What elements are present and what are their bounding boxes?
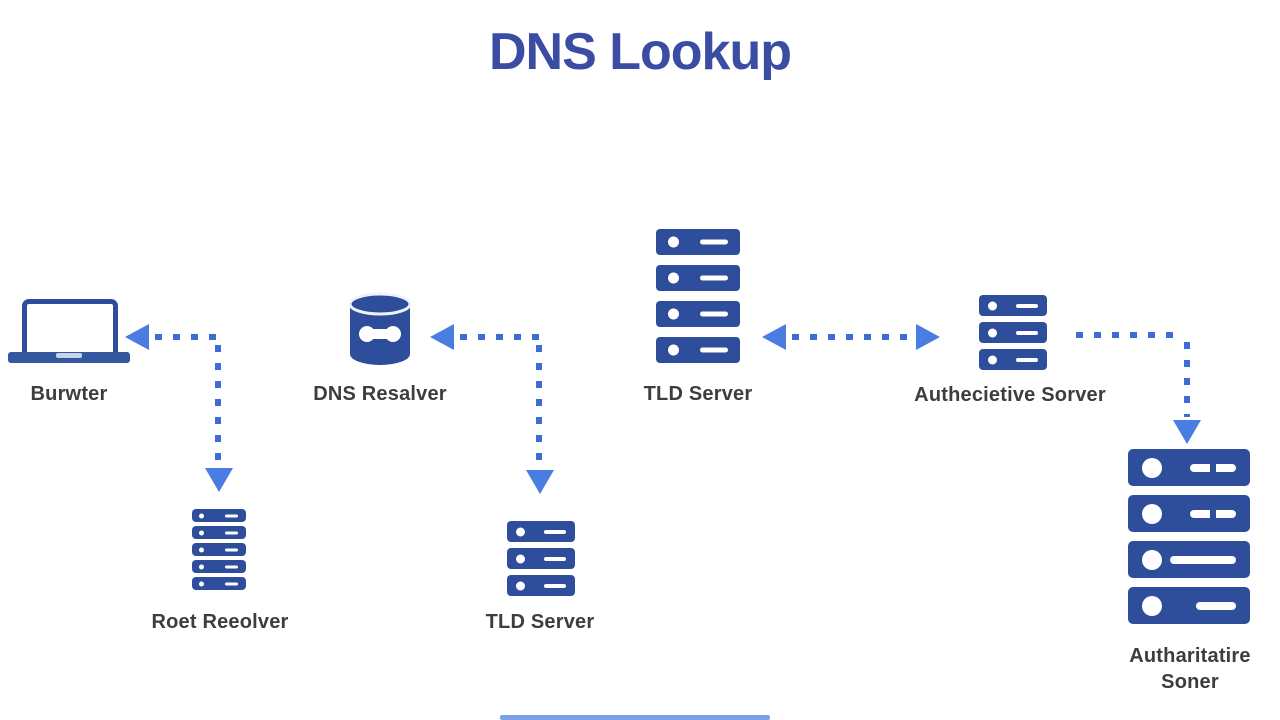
server-stack-icon	[192, 509, 246, 590]
authoritative-server-bottom-label: Autharitatire Soner	[1105, 643, 1275, 695]
label-line-1: Autharitatire	[1129, 645, 1251, 667]
database-icon	[347, 292, 413, 373]
authoritative-server-top-label: Authecietive Sorver	[914, 384, 1106, 406]
server-stack-icon	[1128, 449, 1250, 624]
arrowhead-down-icon	[1173, 420, 1201, 444]
arrowhead-down-icon	[526, 470, 554, 494]
dotted-line	[460, 334, 540, 340]
dotted-line	[215, 345, 221, 465]
tld-server-bottom-label: TLD Server	[485, 611, 595, 633]
arrowhead-right-icon	[916, 324, 940, 350]
server-unit	[979, 322, 1047, 343]
server-unit	[192, 543, 246, 556]
server-unit	[979, 349, 1047, 370]
server-unit	[656, 301, 740, 327]
server-unit	[192, 509, 246, 522]
server-unit	[656, 337, 740, 363]
dns-resolver-label: DNS Resalver	[313, 383, 447, 405]
dotted-line	[1076, 332, 1180, 338]
dotted-line	[792, 334, 912, 340]
server-unit	[1128, 587, 1250, 624]
server-stack-icon	[507, 521, 575, 596]
server-unit	[507, 548, 575, 569]
arrowhead-left-icon	[430, 324, 454, 350]
server-stack-icon	[656, 229, 740, 363]
server-stack-icon	[979, 295, 1047, 370]
server-unit	[1128, 449, 1250, 486]
page-title: DNS Lookup	[489, 23, 792, 81]
laptop-icon	[22, 299, 118, 359]
laptop-base	[8, 352, 130, 363]
dotted-line	[155, 334, 223, 340]
server-unit	[192, 577, 246, 590]
bottom-accent-bar	[500, 715, 770, 720]
dotted-line	[1184, 342, 1190, 417]
arrowhead-left-icon	[762, 324, 786, 350]
server-unit	[1128, 495, 1250, 532]
server-unit	[656, 265, 740, 291]
label-line-2: Soner	[1161, 671, 1219, 693]
root-resolver-label: Roet Reeolver	[151, 611, 289, 633]
arrowhead-down-icon	[205, 468, 233, 492]
tld-server-top-label: TLD Server	[643, 383, 753, 405]
server-unit	[979, 295, 1047, 316]
server-unit	[507, 575, 575, 596]
arrowhead-left-icon	[125, 324, 149, 350]
server-unit	[1128, 541, 1250, 578]
server-unit	[656, 229, 740, 255]
dotted-line	[536, 345, 542, 467]
browser-label: Burwter	[30, 383, 108, 405]
server-unit	[192, 526, 246, 539]
server-unit	[507, 521, 575, 542]
server-unit	[192, 560, 246, 573]
